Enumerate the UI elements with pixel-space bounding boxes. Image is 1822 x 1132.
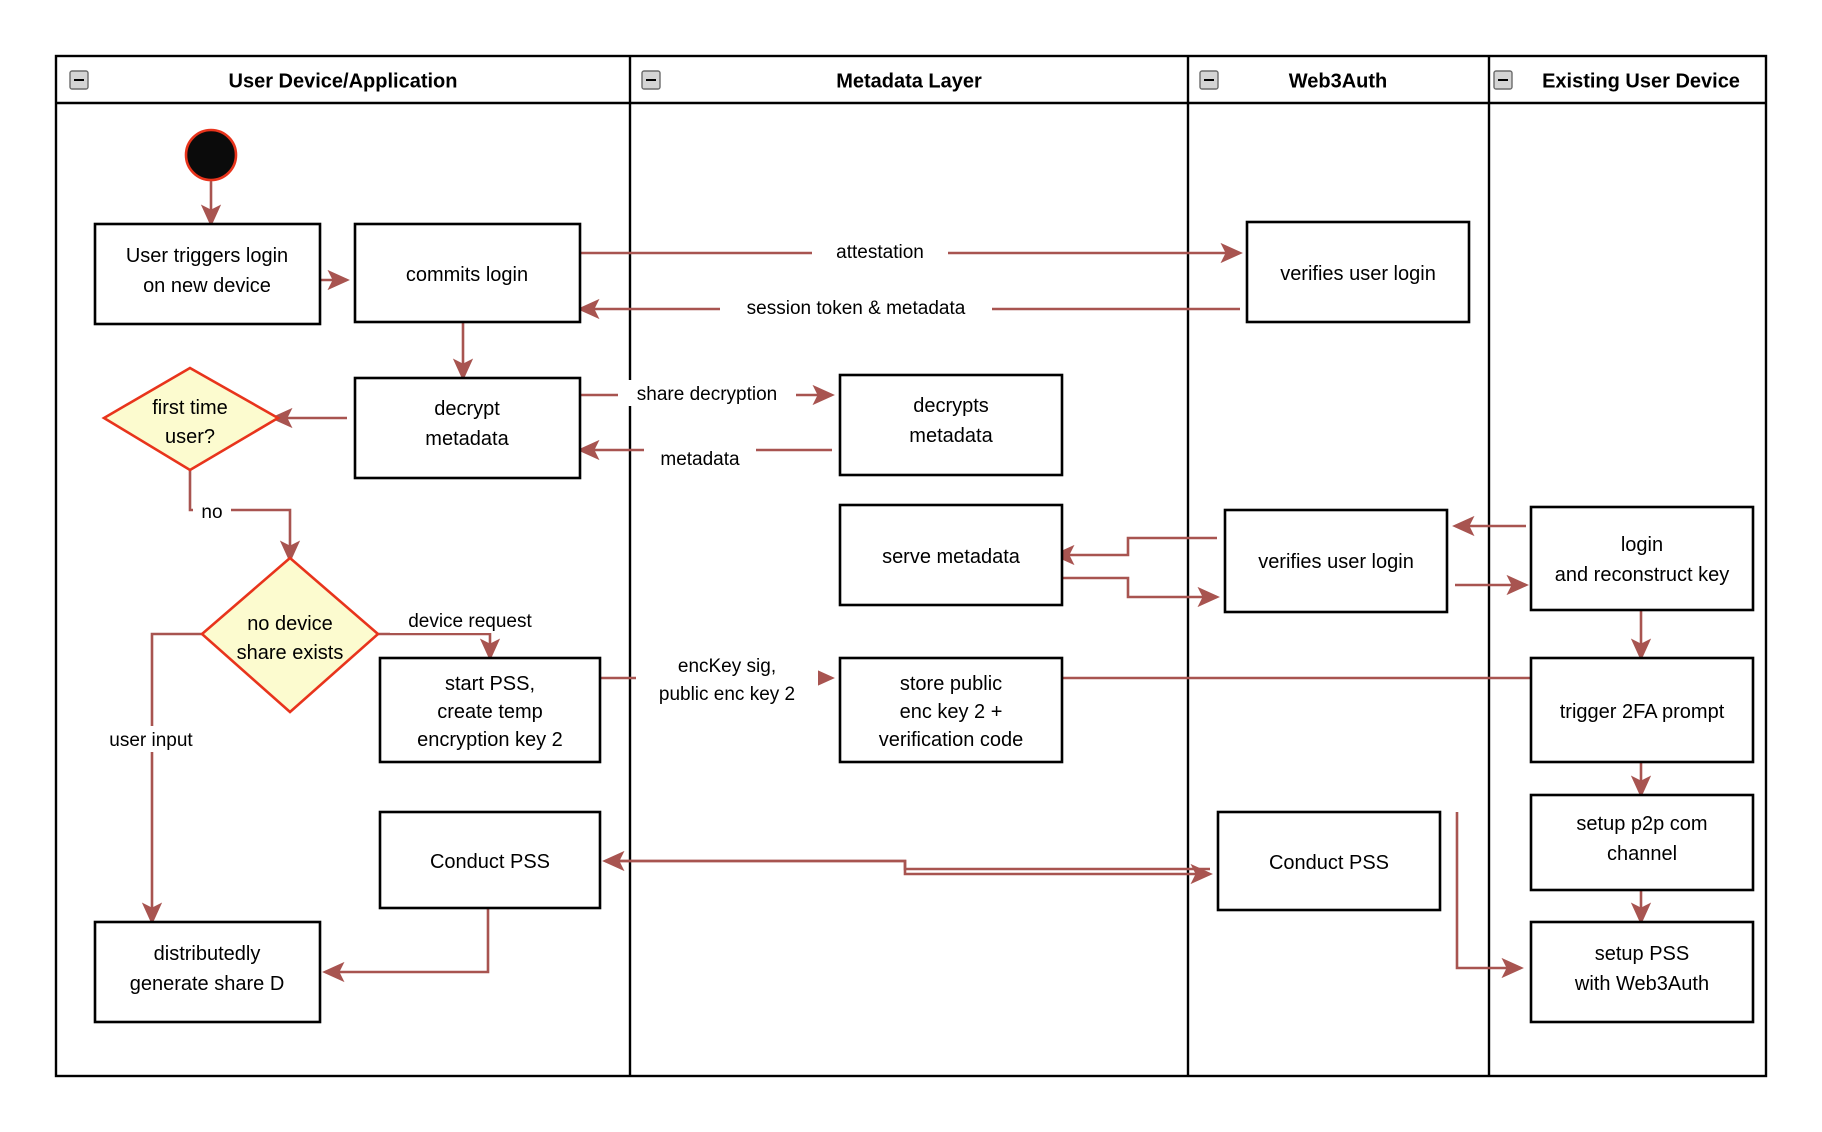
- node-label-line: decrypt: [434, 398, 500, 420]
- node-setup-p2p-channel[interactable]: setup p2p com channel: [1529, 793, 1755, 892]
- node-label-line: store public: [900, 673, 1002, 695]
- node-decrypt-metadata[interactable]: decrypt metadata: [353, 376, 582, 480]
- lane-header-web3auth[interactable]: Web3Auth: [1199, 70, 1388, 92]
- edge-label-session-token: session token & metadata: [747, 298, 966, 319]
- edge-label-device-request: device request: [408, 611, 532, 632]
- node-label-line: user?: [165, 426, 215, 448]
- edge-label-public-enc-key-2: public enc key 2: [659, 684, 795, 705]
- node-label-line: User triggers login: [126, 245, 288, 267]
- node-label-line: encryption key 2: [417, 729, 563, 751]
- flow-conduct-pss-to-generate-share: [322, 908, 490, 983]
- lane-header-user-device[interactable]: User Device/Application: [69, 70, 458, 92]
- decision-diamond-shape[interactable]: [101, 366, 281, 472]
- node-distributedly-generate-share[interactable]: distributedly generate share D: [93, 920, 322, 1024]
- flow-user-input: [141, 632, 207, 925]
- node-label-line: start PSS,: [445, 673, 535, 695]
- node-conduct-pss-user[interactable]: Conduct PSS: [378, 810, 602, 910]
- node-label-line: first time: [152, 397, 228, 419]
- node-no-device-share-decision[interactable]: no device share exists: [200, 556, 380, 714]
- edge-label-share-decryption: share decryption: [637, 384, 777, 405]
- node-label-line: with Web3Auth: [1574, 973, 1709, 995]
- edge-label-user-input: user input: [109, 730, 193, 751]
- node-decrypts-metadata[interactable]: decrypts metadata: [838, 373, 1064, 477]
- node-start-pss[interactable]: start PSS, create temp encryption key 2: [378, 656, 602, 764]
- lane-title-web3auth: Web3Auth: [1289, 70, 1388, 92]
- node-label-line: no device: [247, 613, 333, 635]
- edge-label-enckey-sig: encKey sig,: [678, 656, 776, 677]
- node-label-line: serve metadata: [882, 546, 1021, 568]
- lane-header-existing-device[interactable]: Existing User Device: [1493, 70, 1740, 92]
- lane-title-user-device: User Device/Application: [229, 70, 458, 92]
- flow-verifies-to-serve-metadata: [1052, 536, 1217, 566]
- node-label-line: generate share D: [130, 973, 285, 995]
- lane-header-metadata[interactable]: Metadata Layer: [641, 70, 982, 92]
- node-label-line: verification code: [879, 729, 1024, 751]
- node-commits-login[interactable]: commits login: [353, 222, 582, 324]
- node-label-line: distributedly: [154, 943, 261, 965]
- edge-label-attestation: attestation: [836, 242, 924, 263]
- node-label-line: verifies user login: [1280, 263, 1436, 285]
- node-label-line: Conduct PSS: [1269, 852, 1389, 874]
- node-verifies-user-login-top[interactable]: verifies user login: [1245, 220, 1471, 324]
- node-trigger-2fa-prompt[interactable]: trigger 2FA prompt: [1529, 656, 1755, 764]
- flow-device-request: [373, 632, 501, 661]
- node-login-and-reconstruct-key[interactable]: login and reconstruct key: [1529, 505, 1755, 612]
- node-conduct-pss-web3auth[interactable]: Conduct PSS: [1216, 810, 1442, 912]
- node-label-line: enc key 2 +: [900, 701, 1003, 723]
- node-label-line: share exists: [237, 642, 344, 664]
- node-label-line: setup PSS: [1595, 943, 1690, 965]
- node-serve-metadata[interactable]: serve metadata: [838, 503, 1064, 607]
- node-label-line: trigger 2FA prompt: [1560, 701, 1725, 723]
- node-verifies-user-login-mid[interactable]: verifies user login: [1223, 508, 1449, 614]
- lane-title-metadata: Metadata Layer: [836, 70, 982, 92]
- node-label-line: verifies user login: [1258, 551, 1414, 573]
- node-label-line: Conduct PSS: [430, 851, 550, 873]
- node-label-line: decrypts: [913, 395, 989, 417]
- lane-title-existing-device: Existing User Device: [1542, 70, 1740, 92]
- node-setup-pss-with-web3auth[interactable]: setup PSS with Web3Auth: [1529, 920, 1755, 1024]
- node-label-line: create temp: [437, 701, 543, 723]
- node-label-line: metadata: [425, 428, 509, 450]
- flow-user-to-conduct-pss: [605, 859, 1213, 885]
- decision-diamond-shape[interactable]: [200, 556, 380, 714]
- edge-label-no: no: [201, 502, 222, 523]
- flow-no-to-no-device-share: [188, 470, 301, 563]
- node-label-line: on new device: [143, 275, 271, 297]
- edge-label-metadata: metadata: [660, 449, 740, 470]
- node-start[interactable]: [184, 128, 238, 182]
- edge-label-group: attestation session token & metadata sha…: [92, 238, 992, 752]
- node-label-line: channel: [1607, 843, 1677, 865]
- node-label-line: setup p2p com: [1576, 813, 1707, 835]
- flow-serve-metadata-to-verifies: [1055, 576, 1220, 608]
- node-label-line: metadata: [909, 425, 993, 447]
- node-label-line: login: [1621, 534, 1663, 556]
- flow-conduct-pss-to-setup-pss: [1455, 812, 1524, 979]
- node-label-line: commits login: [406, 264, 528, 286]
- node-store-public-enc-key[interactable]: store public enc key 2 + verification co…: [838, 656, 1064, 764]
- node-user-triggers-login[interactable]: User triggers login on new device: [93, 222, 322, 326]
- start-node-icon[interactable]: [184, 128, 238, 182]
- node-first-time-user-decision[interactable]: first time user?: [101, 366, 281, 472]
- node-label-line: and reconstruct key: [1555, 564, 1730, 586]
